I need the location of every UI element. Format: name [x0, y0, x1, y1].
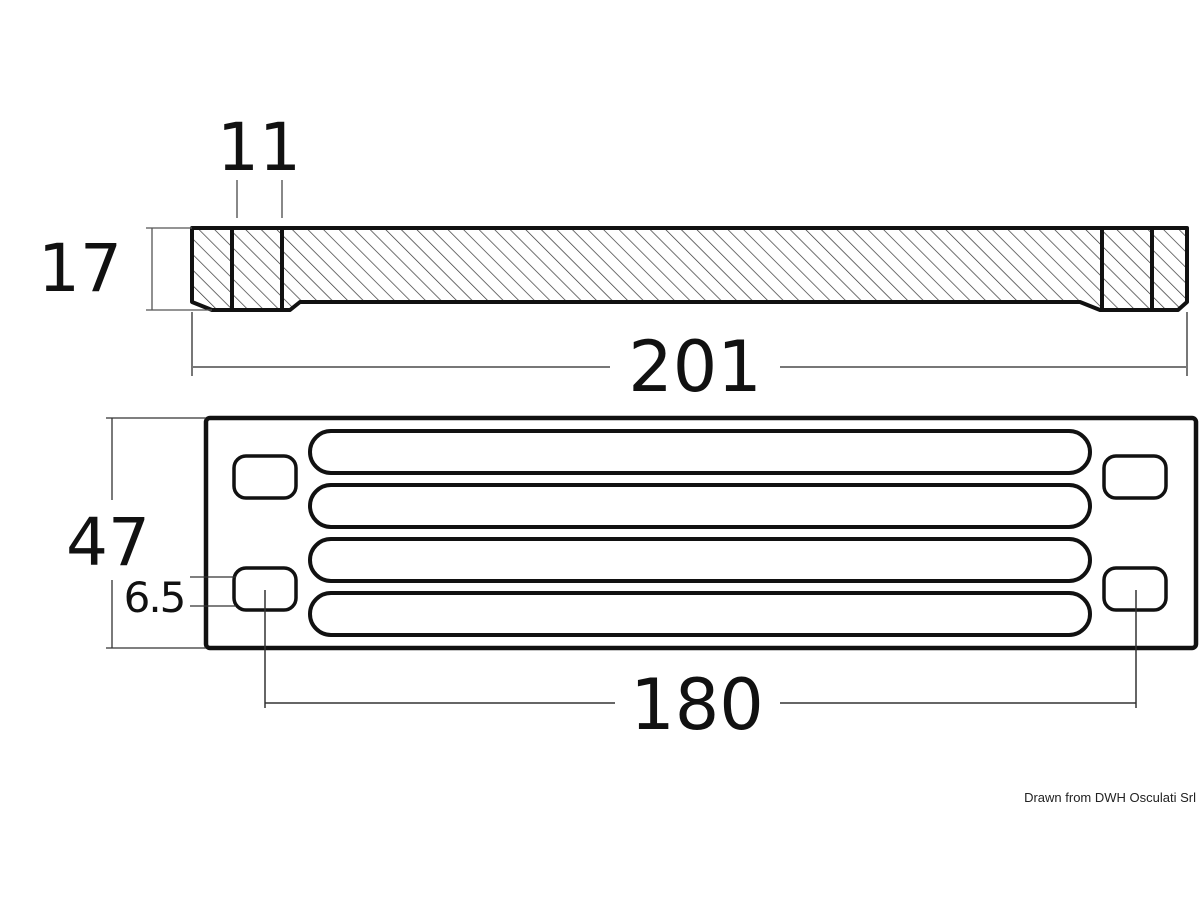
dimension-180 [264, 590, 1137, 708]
groove [308, 591, 1092, 637]
dimension-label-hole-distance: 180 [630, 664, 764, 746]
dimension-label-width: 47 [66, 504, 150, 581]
groove [308, 537, 1092, 583]
mounting-hole [232, 454, 298, 500]
drawing-credit: Drawn from DWH Osculati Srl [1024, 790, 1196, 805]
plan-view [203, 415, 1199, 651]
grooves [308, 429, 1092, 637]
dimension-11 [236, 180, 283, 218]
dimension-47 [106, 417, 206, 649]
groove [308, 429, 1092, 475]
plate-outline [203, 415, 1199, 651]
dimension-6-5 [190, 576, 236, 607]
mounting-hole [1102, 566, 1168, 612]
dimension-17 [146, 227, 212, 311]
dimension-label-thickness: 17 [38, 230, 122, 307]
groove [308, 483, 1092, 529]
side-profile [190, 226, 1189, 312]
mounting-hole [1102, 454, 1168, 500]
side-view [190, 226, 1189, 312]
dimension-label-length: 201 [628, 326, 762, 408]
dimension-label-hole-size: 6.5 [124, 573, 185, 622]
mounting-holes [232, 454, 1168, 612]
dimension-201 [191, 312, 1188, 376]
dimension-label-hole-spacing: 11 [217, 109, 301, 186]
